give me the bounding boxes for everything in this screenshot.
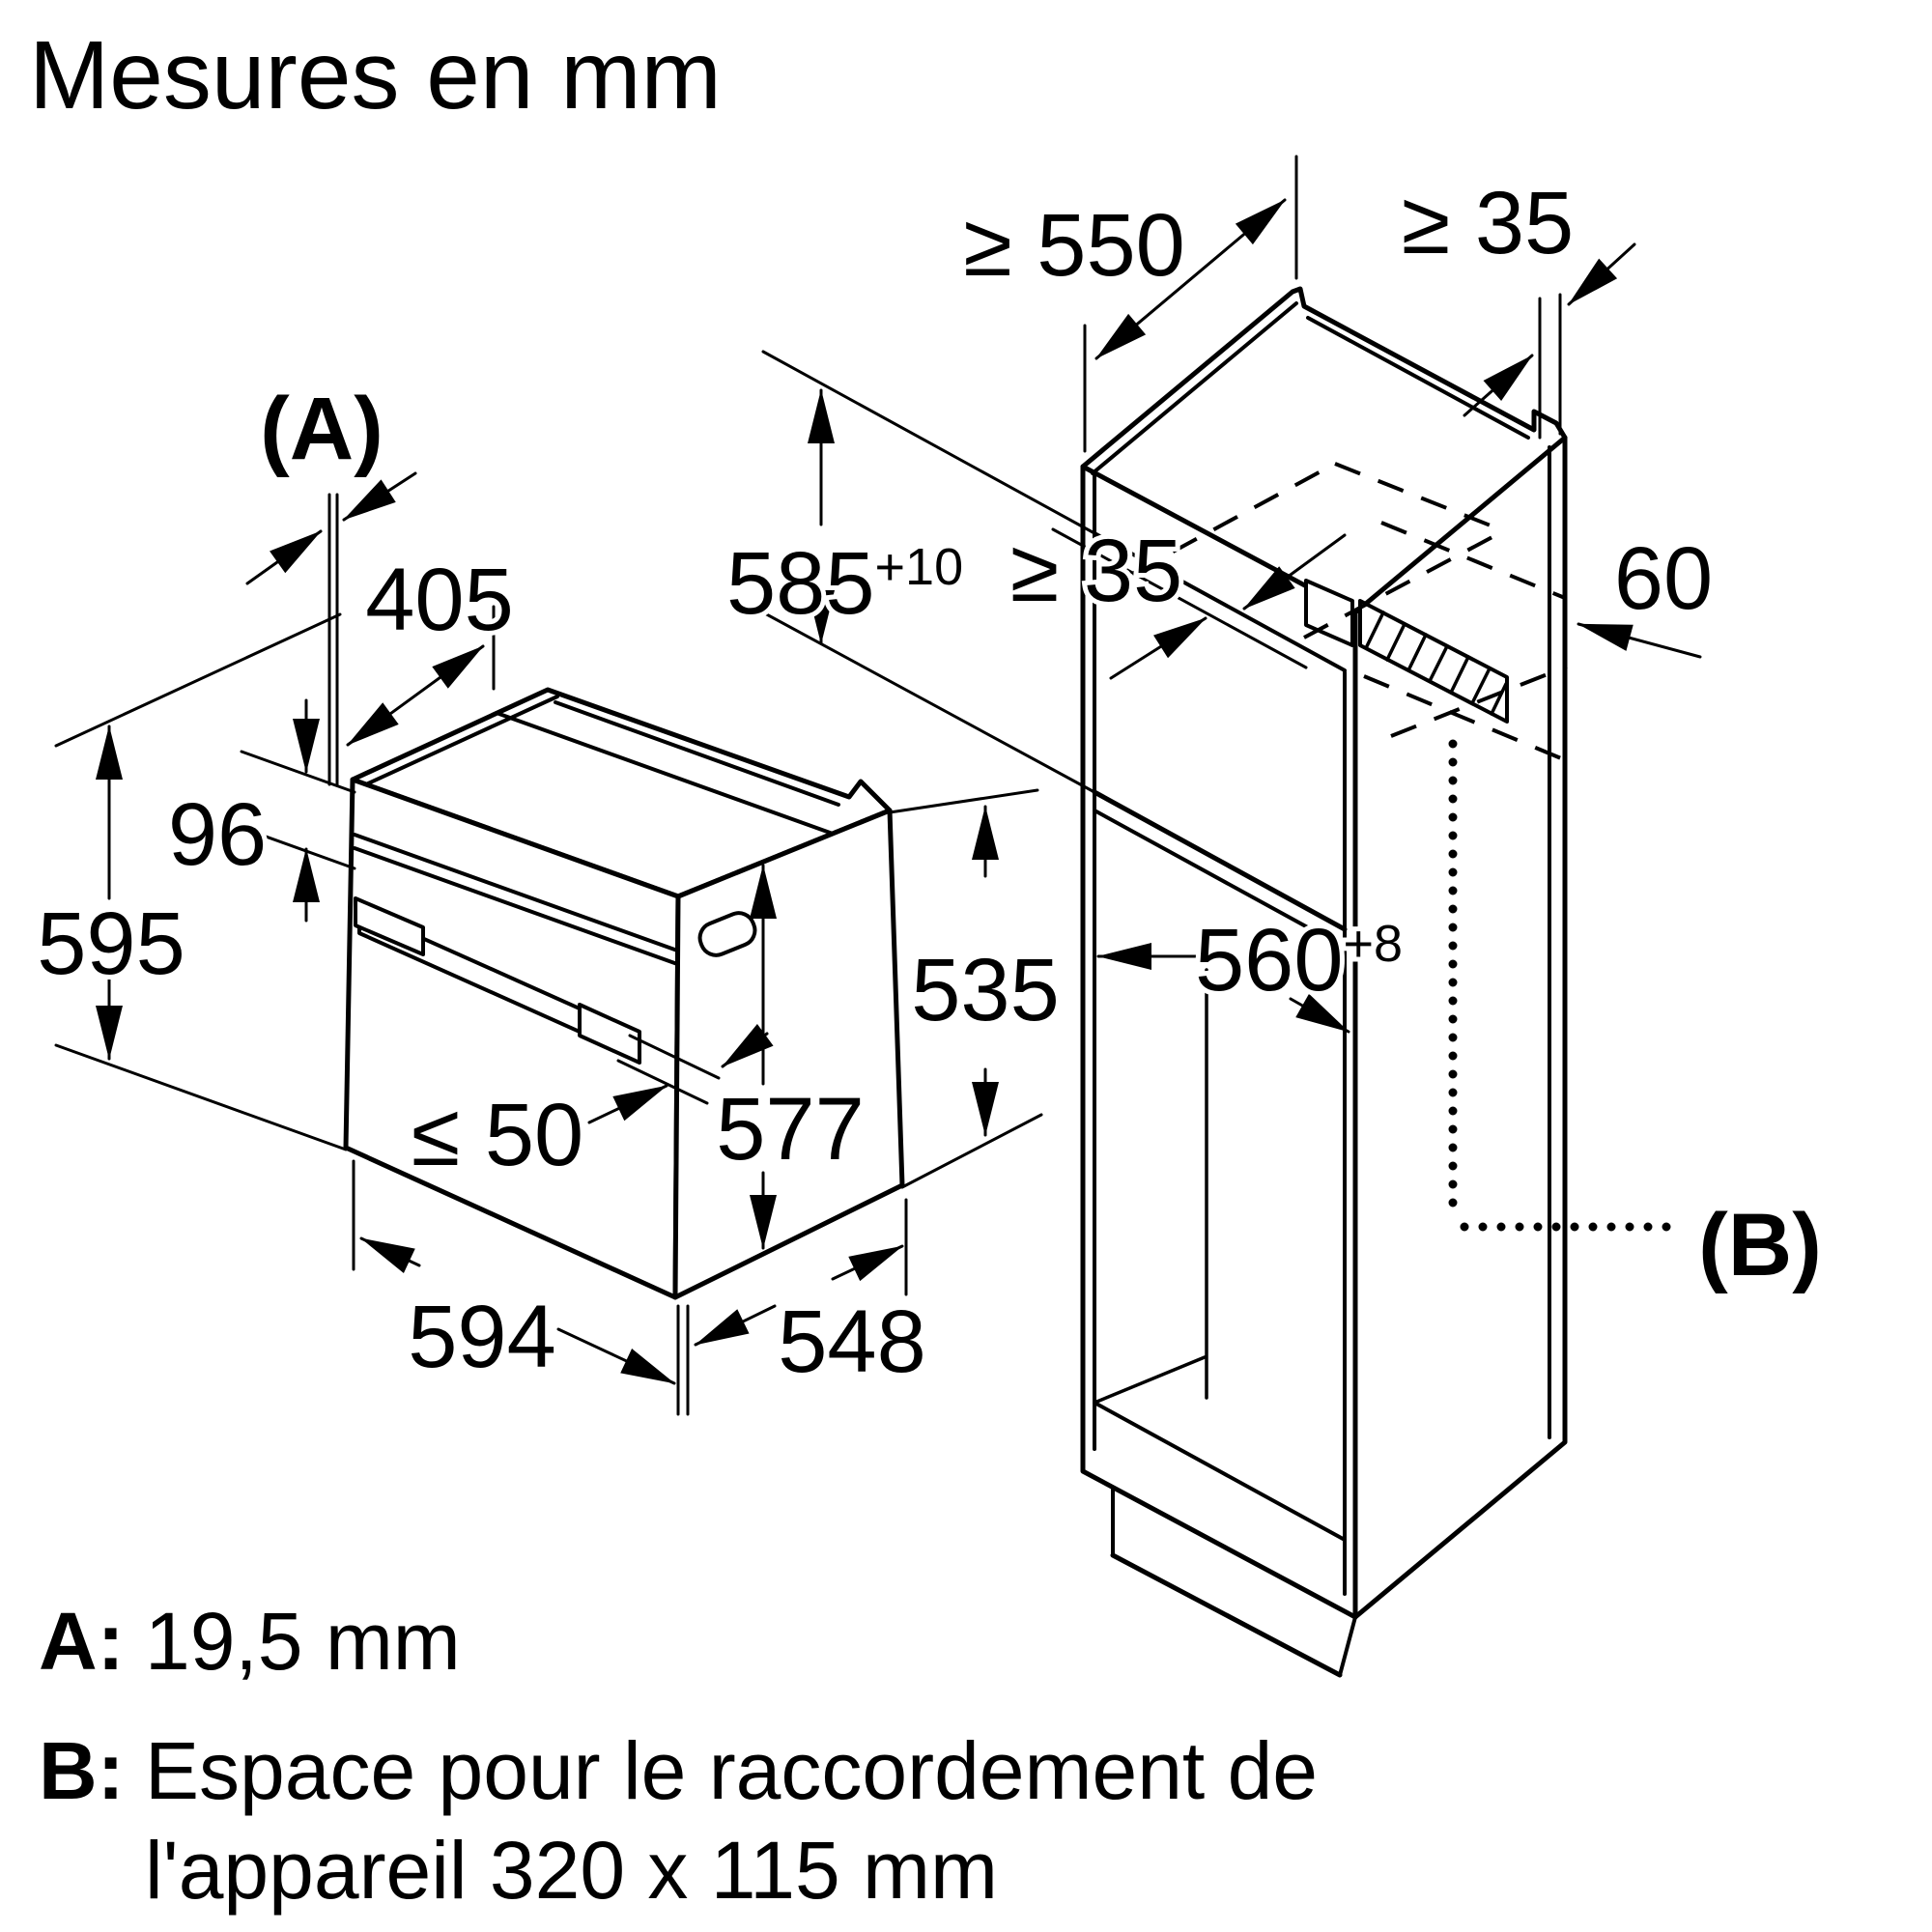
legend-a-value: 19,5 mm (145, 1596, 461, 1687)
dim-label-405: 405 (365, 551, 514, 649)
oven-handle (354, 896, 641, 1065)
dim-label-niche-width-main: 560 (1195, 911, 1344, 1009)
oven-figure (343, 687, 905, 1300)
dim-label-niche-width: 560+8 (1195, 911, 1403, 1009)
dim-label-60: 60 (1614, 529, 1713, 628)
grip-hole (697, 911, 757, 957)
dim-label-548: 548 (778, 1293, 926, 1391)
dim-label-vent-gap: ≥ 35 (1010, 522, 1182, 620)
vent-hatch-strip (1358, 599, 1509, 724)
oven-dimensions: (A) 405 96 595 ≤ 50 577 535 594 (32, 375, 1065, 1416)
cabinet-dimensions: ≥ 550 ≥ 35 585+10 ≥ 35 60 560+8 (B) (722, 155, 1827, 1299)
legend-b-value-line1: Espace pour le raccordement de (145, 1725, 1318, 1816)
dim-label-96: 96 (168, 785, 267, 884)
legend: A: 19,5 mm B: Espace pour le raccordemen… (39, 1596, 1318, 1916)
dim-label-niche-height-tol: +10 (875, 538, 964, 596)
dim-label-595: 595 (37, 895, 185, 993)
cabinet-figure (761, 286, 1676, 1678)
page-title: Mesures en mm (29, 21, 722, 129)
dim-label-594: 594 (408, 1288, 556, 1386)
dim-label-niche-width-tol: +8 (1344, 915, 1404, 973)
legend-b-value-line2: l'appareil 320 x 115 mm (145, 1825, 998, 1916)
legend-b-key: B: (39, 1725, 125, 1816)
ref-label-a: (A) (260, 380, 384, 478)
dim-label-niche-height: 585+10 (726, 534, 963, 633)
dim-label-rear-gap-top: ≥ 35 (1402, 174, 1574, 272)
ref-label-b: (B) (1698, 1196, 1822, 1294)
dim-label-535: 535 (911, 941, 1060, 1039)
dim-label-577: 577 (716, 1080, 865, 1179)
dim-label-550: ≥ 550 (963, 196, 1185, 295)
hidden-edges (1131, 462, 1574, 765)
legend-a-key: A: (39, 1596, 125, 1687)
connection-area-leader (1448, 739, 1676, 1232)
dim-label-niche-height-main: 585 (726, 534, 875, 633)
dim-label-door-clearance: ≤ 50 (412, 1086, 583, 1184)
